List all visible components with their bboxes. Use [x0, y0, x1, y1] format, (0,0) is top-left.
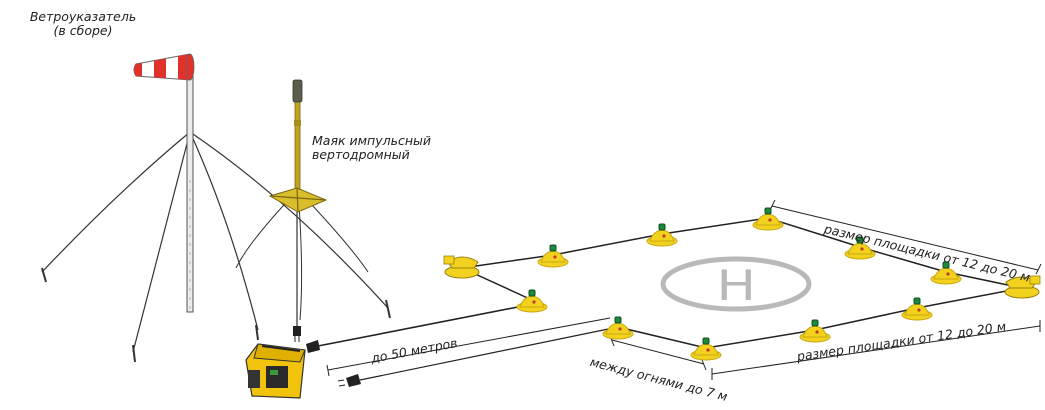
helipad-marking: H [660, 256, 812, 312]
guy-wire [132, 131, 191, 353]
pad-light-icon [516, 289, 548, 313]
floodlight-right [1004, 275, 1041, 299]
windsock-label-line2: (в сборе) [53, 23, 113, 38]
pad-light-icon [799, 319, 831, 343]
pad-light-icon [930, 261, 962, 285]
pad-lights [516, 207, 962, 361]
beacon-lamp-icon [292, 79, 303, 103]
helipad-h-letter: H [717, 262, 756, 311]
helipad-circle [660, 256, 812, 312]
dimension-lines [326, 199, 1042, 380]
pad-light-icon [690, 337, 722, 361]
beacon-label: Маяк импульсный вертодромный [312, 134, 431, 162]
guy-wire [41, 131, 191, 273]
windsock-icon [133, 53, 195, 81]
plug-icon [346, 374, 361, 387]
plug-icon [293, 326, 301, 336]
pad-light-icon [752, 207, 784, 231]
windsock-mast [186, 57, 194, 313]
pad-light-icon [646, 223, 678, 247]
beacon-label-line1: Маяк импульсный [312, 133, 432, 148]
plug-icon [306, 340, 320, 353]
generator-assembly [245, 304, 619, 399]
beacon-label-line2: вертодромный [312, 147, 410, 162]
beacon-mast [294, 99, 301, 201]
beacon-assembly [235, 79, 369, 342]
floodlight-left [443, 255, 480, 279]
windsock-label: Ветроуказатель (в сборе) [28, 10, 138, 38]
pad-light-icon [844, 236, 876, 260]
generator-icon [245, 343, 306, 399]
guy-wire [189, 131, 389, 309]
pad-light-icon [537, 244, 569, 268]
windsock-assembly [41, 53, 391, 363]
pad-light-icon [901, 297, 933, 321]
windsock-label-line1: Ветроуказатель [29, 9, 137, 24]
pad-light-icon [602, 316, 634, 340]
guy-wire [189, 131, 259, 331]
